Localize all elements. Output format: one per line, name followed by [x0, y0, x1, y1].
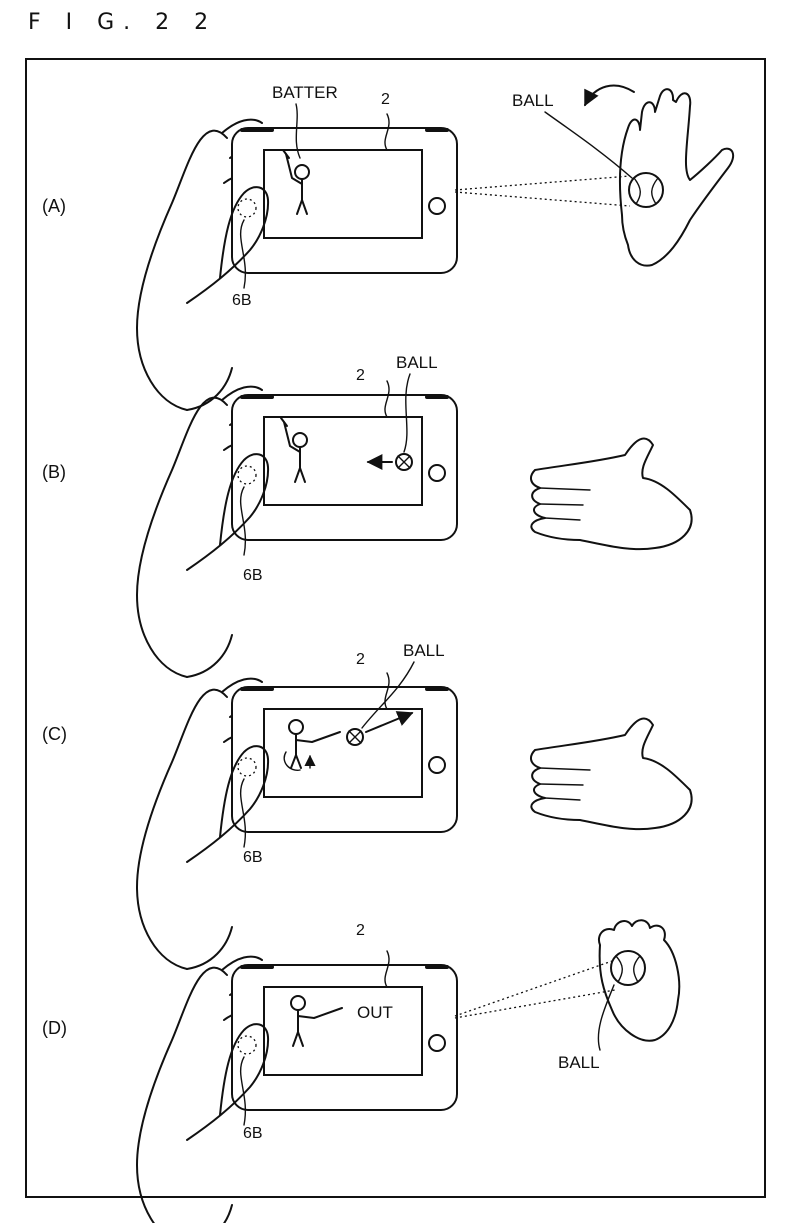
- device-ref-a: 2: [381, 91, 390, 108]
- device-ref-c: 2: [356, 651, 365, 668]
- button-ref-c: 6B: [243, 849, 263, 866]
- figure-title: F I G. 2 2: [28, 10, 218, 35]
- screen-out-text: OUT: [357, 1003, 393, 1022]
- button-ref-d: 6B: [243, 1125, 263, 1142]
- ball-label-d: BALL: [558, 1053, 600, 1072]
- batter-label: BATTER: [272, 83, 338, 102]
- baseball-c: [346, 728, 364, 746]
- panel-c: BALL 2 6B: [135, 641, 693, 971]
- panel-b: BALL 2 6B: [135, 353, 693, 679]
- device-ref-d: 2: [356, 922, 365, 939]
- panel-label-c: (C): [42, 724, 67, 744]
- panel-label-b: (B): [42, 462, 66, 482]
- button-ref-a: 6B: [232, 292, 252, 309]
- baseball-a: [628, 172, 664, 208]
- batter-figure-c: [283, 719, 341, 771]
- baseball-d: [610, 950, 646, 986]
- ball-label-c: BALL: [403, 641, 445, 660]
- batter-figure-d: [290, 995, 343, 1047]
- button-ref-b: 6B: [243, 567, 263, 584]
- baseball-b: [395, 453, 413, 471]
- panel-a: BATTER 2 6B BALL: [135, 83, 735, 412]
- ball-label-b: BALL: [396, 353, 438, 372]
- figure-frame: [25, 58, 766, 1198]
- panel-d: OUT 2 6B BALL: [135, 919, 681, 1223]
- device-ref-b: 2: [356, 367, 365, 384]
- panel-label-a: (A): [42, 196, 66, 216]
- ball-label-a: BALL: [512, 91, 554, 110]
- panel-label-d: (D): [42, 1018, 67, 1038]
